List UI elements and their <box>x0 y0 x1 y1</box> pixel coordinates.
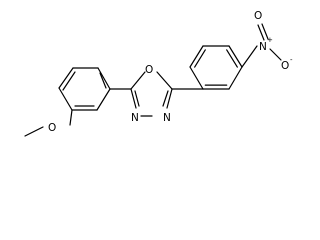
nitro-oxygen-top-label: O <box>254 10 262 22</box>
ring-nitrogen-right-label: N <box>163 112 171 124</box>
nitro-o-top-double-bond <box>261 23 269 40</box>
nitro-group: N + O O - <box>241 10 293 72</box>
nitro-bond <box>241 45 258 68</box>
ring-double-bond <box>226 49 238 68</box>
nitro-minus-charge: - <box>290 56 293 64</box>
ring-nitrogen-left-label: N <box>131 112 139 124</box>
nitro-plus-charge: + <box>267 36 273 44</box>
nitro-nitrogen-label: N <box>259 41 267 53</box>
molecule-structure: O O N N N + O <box>24 10 293 137</box>
methoxy-group: O <box>24 109 73 137</box>
nitrophenyl-ring <box>189 45 243 90</box>
ring-bond <box>228 45 243 68</box>
ring-bond <box>189 66 204 90</box>
methoxy-oxygen-label: O <box>48 122 56 134</box>
oxadiazole-ring: O N N <box>130 64 173 124</box>
nitro-o-top-bond <box>257 24 265 41</box>
ring-bond <box>228 66 243 90</box>
ring-double-bond <box>194 49 206 68</box>
nitro-oxygen-right-label: O <box>281 60 289 72</box>
methoxy-o-ring-bond <box>69 109 73 126</box>
nitro-o-right-bond <box>269 48 282 61</box>
ring-oxygen-label: O <box>145 64 153 76</box>
methyl-bond <box>24 126 44 137</box>
methoxyphenyl-ring <box>58 67 111 111</box>
ring-bond <box>189 45 204 68</box>
